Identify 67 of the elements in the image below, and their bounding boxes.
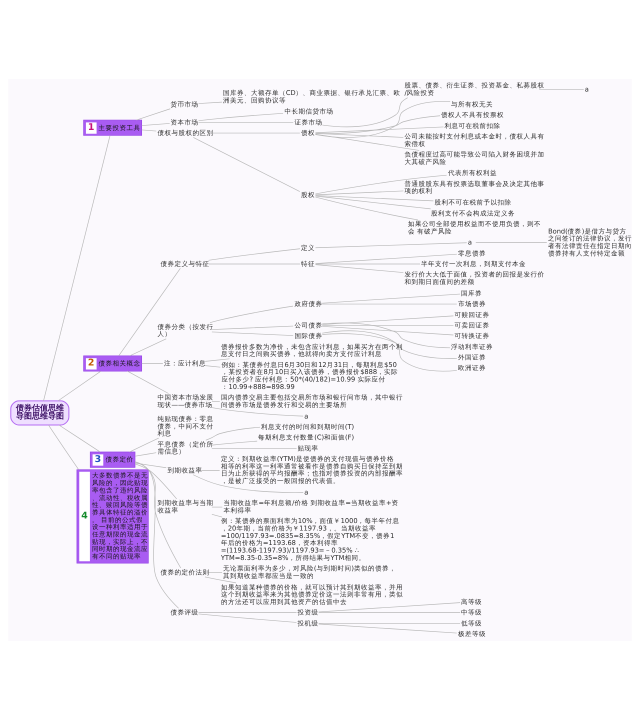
connector — [205, 426, 260, 441]
connector — [198, 122, 294, 123]
connector — [141, 130, 157, 132]
connector — [198, 112, 284, 122]
connector — [322, 322, 450, 348]
connector — [322, 325, 454, 326]
connector — [130, 338, 167, 356]
connector — [212, 326, 294, 330]
connector — [208, 572, 222, 573]
connector — [192, 474, 304, 493]
connector — [315, 134, 420, 151]
connector — [212, 332, 294, 336]
connector — [315, 101, 450, 138]
connector — [315, 190, 404, 196]
connector — [315, 174, 447, 194]
connector — [134, 461, 179, 609]
connector — [538, 89, 584, 90]
connector — [141, 123, 170, 126]
connector — [198, 614, 297, 623]
connector — [322, 294, 460, 304]
connector — [198, 612, 297, 613]
connector — [318, 602, 460, 612]
connector — [212, 448, 297, 449]
connector — [204, 358, 230, 362]
connector — [212, 132, 300, 134]
connector — [318, 612, 460, 613]
connector — [322, 97, 408, 128]
connector — [212, 407, 304, 416]
connector — [129, 438, 160, 452]
connector — [58, 424, 100, 452]
connector — [315, 242, 468, 248]
connector — [315, 133, 404, 138]
connector — [134, 462, 182, 568]
connector — [134, 464, 178, 500]
connector — [212, 506, 223, 508]
connector — [134, 452, 157, 456]
connector — [204, 576, 236, 584]
connector — [322, 316, 454, 325]
connector — [315, 126, 444, 134]
connector — [58, 370, 101, 402]
connector — [141, 363, 164, 364]
connector — [198, 102, 222, 104]
connector — [43, 135, 110, 402]
connector — [315, 195, 434, 202]
connector — [315, 196, 431, 210]
connector — [322, 333, 458, 359]
connector — [315, 254, 458, 264]
connector — [134, 462, 167, 468]
connector — [475, 242, 548, 243]
connector — [208, 248, 300, 261]
connector — [193, 137, 300, 192]
connector — [136, 108, 171, 120]
connector — [322, 326, 454, 336]
connector — [48, 424, 80, 470]
connector — [210, 306, 294, 324]
connector — [318, 624, 458, 634]
connector — [202, 470, 220, 471]
connector — [212, 514, 222, 518]
connector — [118, 268, 181, 356]
connector — [212, 401, 220, 402]
connector — [127, 370, 169, 394]
connector — [318, 622, 460, 624]
connector — [204, 365, 221, 368]
connector — [315, 264, 404, 273]
connector — [212, 440, 258, 446]
connector — [315, 196, 418, 220]
connector — [322, 330, 458, 372]
